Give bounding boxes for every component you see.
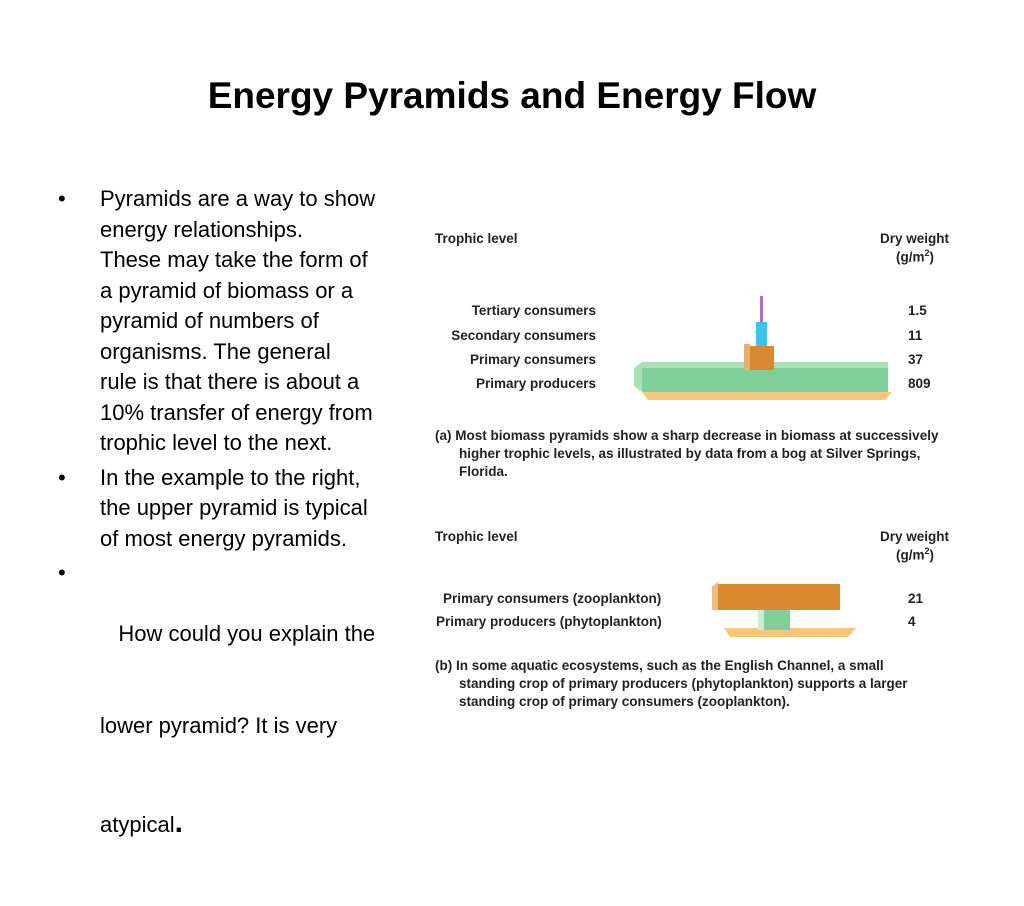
bullet-line: How could you explain the xyxy=(100,621,376,646)
fig-b-header-dryweight: Dry weight xyxy=(880,529,950,544)
bullet-text-1: Pyramids are a way to show energy relati… xyxy=(100,184,420,459)
bullet-line: 10% transfer of energy from xyxy=(100,399,373,425)
bullet-line: energy relationships. xyxy=(100,216,304,242)
bullet-marker: • xyxy=(58,186,66,211)
bullet-line: trophic level to the next. xyxy=(100,430,333,455)
fig-a-header-unit: (g/m2) xyxy=(896,248,935,265)
fig-a-caption-line-1: (a) Most biomass pyramids show a sharp d… xyxy=(435,428,939,443)
fig-b-value-primary-producers: 4 xyxy=(908,614,916,629)
bullet-text-3: How could you explain the lower pyramid?… xyxy=(100,558,420,902)
fig-b-consumers-bar xyxy=(718,584,840,610)
fig-a-primary-consumers-side xyxy=(744,344,750,370)
fig-a-header-dryweight: Dry weight xyxy=(880,231,950,246)
fig-a-primary-consumers-bar xyxy=(748,346,774,370)
bullet-last-text: atypical xyxy=(100,812,175,837)
fig-b-pyramid-graphic xyxy=(712,582,856,637)
bullet-text-2: In the example to the right, the upper p… xyxy=(100,463,420,555)
fig-a-caption-line-2: higher trophic levels, as illustrated by… xyxy=(459,446,921,461)
slide-title: Energy Pyramids and Energy Flow xyxy=(207,75,817,116)
fig-b-caption: (b) In some aquatic ecosystems, such as … xyxy=(435,657,1005,711)
bullet-line: Pyramids are a way to show xyxy=(100,186,376,211)
fig-a-caption-line-3: Florida. xyxy=(459,464,508,479)
bullet-line: pyramid of numbers of xyxy=(100,308,319,333)
fig-a-tertiary-consumers-bar xyxy=(760,296,763,322)
bullet-item-2: • In the example to the right, the upper… xyxy=(58,463,420,555)
bullet-line: the upper pyramid is typical xyxy=(100,495,368,520)
fig-b-header-unit: (g/m2) xyxy=(896,546,935,563)
fig-a-label-tertiary: Tertiary consumers xyxy=(471,303,596,318)
fig-b-caption-line-2: standing crop of primary producers (phyt… xyxy=(459,676,908,691)
bullet-line: organisms. The general xyxy=(100,338,331,364)
fig-a-value-primary-producers: 809 xyxy=(908,376,931,391)
bullet-period: . xyxy=(174,806,183,839)
fig-b-header-trophic: Trophic level xyxy=(435,529,518,544)
bullet-item-1: • Pyramids are a way to show energy rela… xyxy=(58,184,420,459)
fig-a-value-secondary: 11 xyxy=(908,328,923,343)
fig-a-header-trophic: Trophic level xyxy=(435,231,518,246)
fig-a-label-primary-consumers: Primary consumers xyxy=(469,352,596,367)
fig-a-value-primary-consumers: 37 xyxy=(908,352,924,367)
fig-b-shadow xyxy=(724,628,856,637)
bullet-list: • Pyramids are a way to show energy rela… xyxy=(58,184,420,906)
bullet-line: of most energy pyramids. xyxy=(100,525,347,551)
fig-b-caption-line-1: (b) In some aquatic ecosystems, such as … xyxy=(435,658,884,673)
bullet-line: In the example to the right, xyxy=(100,464,361,490)
bullet-line: These may take the form of xyxy=(100,247,368,272)
fig-b-label-primary-consumers: Primary consumers (zooplankton) xyxy=(443,591,662,606)
fig-a-caption: (a) Most biomass pyramids show a sharp d… xyxy=(435,427,1005,481)
fig-b-producers-side xyxy=(758,610,764,630)
fig-b-caption-line-3: standing crop of primary consumers (zoop… xyxy=(459,694,790,709)
fig-a-shadow xyxy=(642,392,892,400)
fig-b-consumers-side xyxy=(712,582,718,610)
bullet-line-last: atypical. xyxy=(100,806,420,841)
fig-b-value-primary-consumers: 21 xyxy=(908,591,924,606)
fig-a-value-tertiary: 1.5 xyxy=(908,303,927,318)
fig-a-producers-bar xyxy=(642,368,888,392)
fig-a-secondary-consumers-bar xyxy=(756,322,767,346)
fig-a-pyramid-graphic xyxy=(634,296,892,400)
bullet-item-3: • How could you explain the lower pyrami… xyxy=(58,558,420,902)
fig-a-label-primary-producers: Primary producers xyxy=(475,376,596,391)
bullet-line: rule is that there is about a xyxy=(100,369,360,394)
fig-b-producers-bar xyxy=(764,610,790,630)
bullet-marker: • xyxy=(58,560,66,585)
fig-b-label-primary-producers: Primary producers (phytoplankton) xyxy=(436,614,662,629)
bullet-marker: • xyxy=(58,464,66,490)
bullet-line: lower pyramid? It is very xyxy=(100,712,338,738)
bullet-line: a pyramid of biomass or a xyxy=(100,277,354,303)
fig-a-label-secondary: Secondary consumers xyxy=(451,328,596,343)
